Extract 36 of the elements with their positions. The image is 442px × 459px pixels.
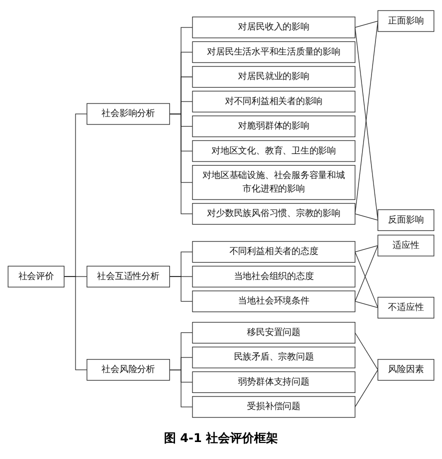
connector xyxy=(354,245,378,252)
node-box: 反面影响 xyxy=(378,209,434,231)
node-box: 社会评价 xyxy=(8,266,64,288)
node-box: 民族矛盾、宗教问题 xyxy=(192,346,356,368)
node-box: 对居民生活水平和生活质量的影响 xyxy=(192,41,356,63)
node-box: 受损补偿问题 xyxy=(192,396,356,418)
connector xyxy=(354,252,378,308)
node-box: 弱势群体支持问题 xyxy=(192,371,356,393)
node-box: 当地社会组织的态度 xyxy=(192,266,356,288)
node-box: 社会风险分析 xyxy=(86,359,170,381)
connector xyxy=(354,332,378,370)
node-box: 社会影响分析 xyxy=(86,103,170,125)
node-box: 对脆弱群体的影响 xyxy=(192,116,356,138)
connector xyxy=(354,20,378,28)
connector xyxy=(64,276,88,370)
connector xyxy=(354,214,378,220)
node-box: 风险因素 xyxy=(378,359,434,381)
node-box: 正面影响 xyxy=(378,10,434,32)
node-box: 对居民收入的影响 xyxy=(192,16,356,38)
node-box: 不同利益相关者的态度 xyxy=(192,241,356,263)
node-box: 当地社会环境条件 xyxy=(192,290,356,312)
node-box: 对居民就业的影响 xyxy=(192,66,356,88)
node-box: 对不同利益相关者的影响 xyxy=(192,90,356,112)
node-box: 对地区文化、教育、卫生的影响 xyxy=(192,140,356,162)
node-box: 移民安置问题 xyxy=(192,322,356,344)
connector xyxy=(169,370,193,408)
node-box: 社会互适性分析 xyxy=(86,266,170,288)
node-box: 对少数民族风俗习惯、宗教的影响 xyxy=(192,203,356,225)
connector xyxy=(169,114,193,214)
connector xyxy=(169,276,193,302)
node-box: 不适应性 xyxy=(378,296,434,318)
caption: 图 4-1 社会评价框架 xyxy=(164,430,278,447)
connector xyxy=(354,301,378,308)
node-box: 适应性 xyxy=(378,234,434,256)
node-box: 对地区基础设施、社会服务容量和城市化进程的影响 xyxy=(192,165,356,200)
connector xyxy=(354,370,378,408)
